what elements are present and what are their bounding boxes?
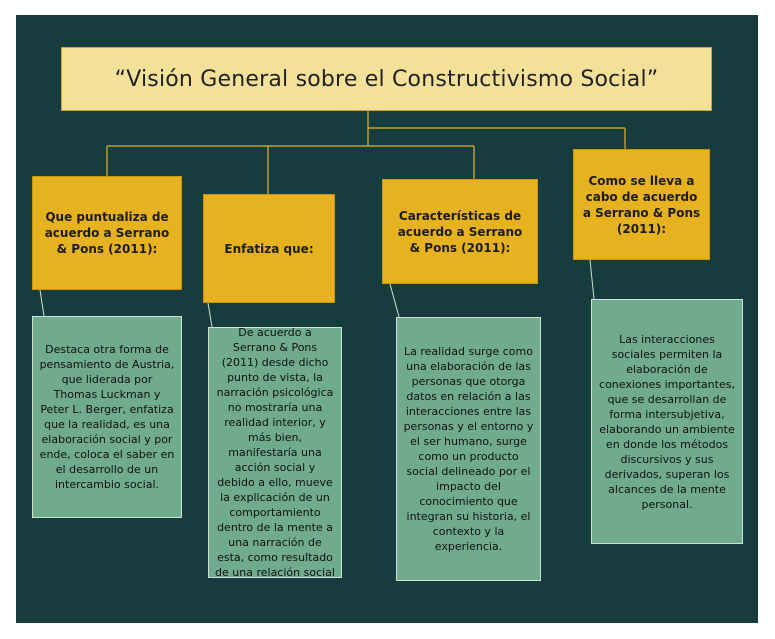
body-box-4: Las interacciones sociales permiten la e… xyxy=(591,299,743,544)
diagram-title: “Visión General sobre el Constructivismo… xyxy=(61,47,712,111)
heading-box-1: Que puntualiza de acuerdo a Serrano & Po… xyxy=(32,176,182,290)
body-box-3: La realidad surge como una elaboración d… xyxy=(396,317,541,581)
heading-box-3: Características de acuerdo a Serrano & P… xyxy=(382,179,538,284)
heading-box-4: Como se lleva a cabo de acuerdo a Serran… xyxy=(573,149,710,260)
body-box-2: De acuerdo a Serrano & Pons (2011) desde… xyxy=(208,326,342,579)
body-box-1: Destaca otra forma de pensamiento de Aus… xyxy=(32,316,182,518)
heading-box-2: Enfatiza que: xyxy=(203,194,335,303)
